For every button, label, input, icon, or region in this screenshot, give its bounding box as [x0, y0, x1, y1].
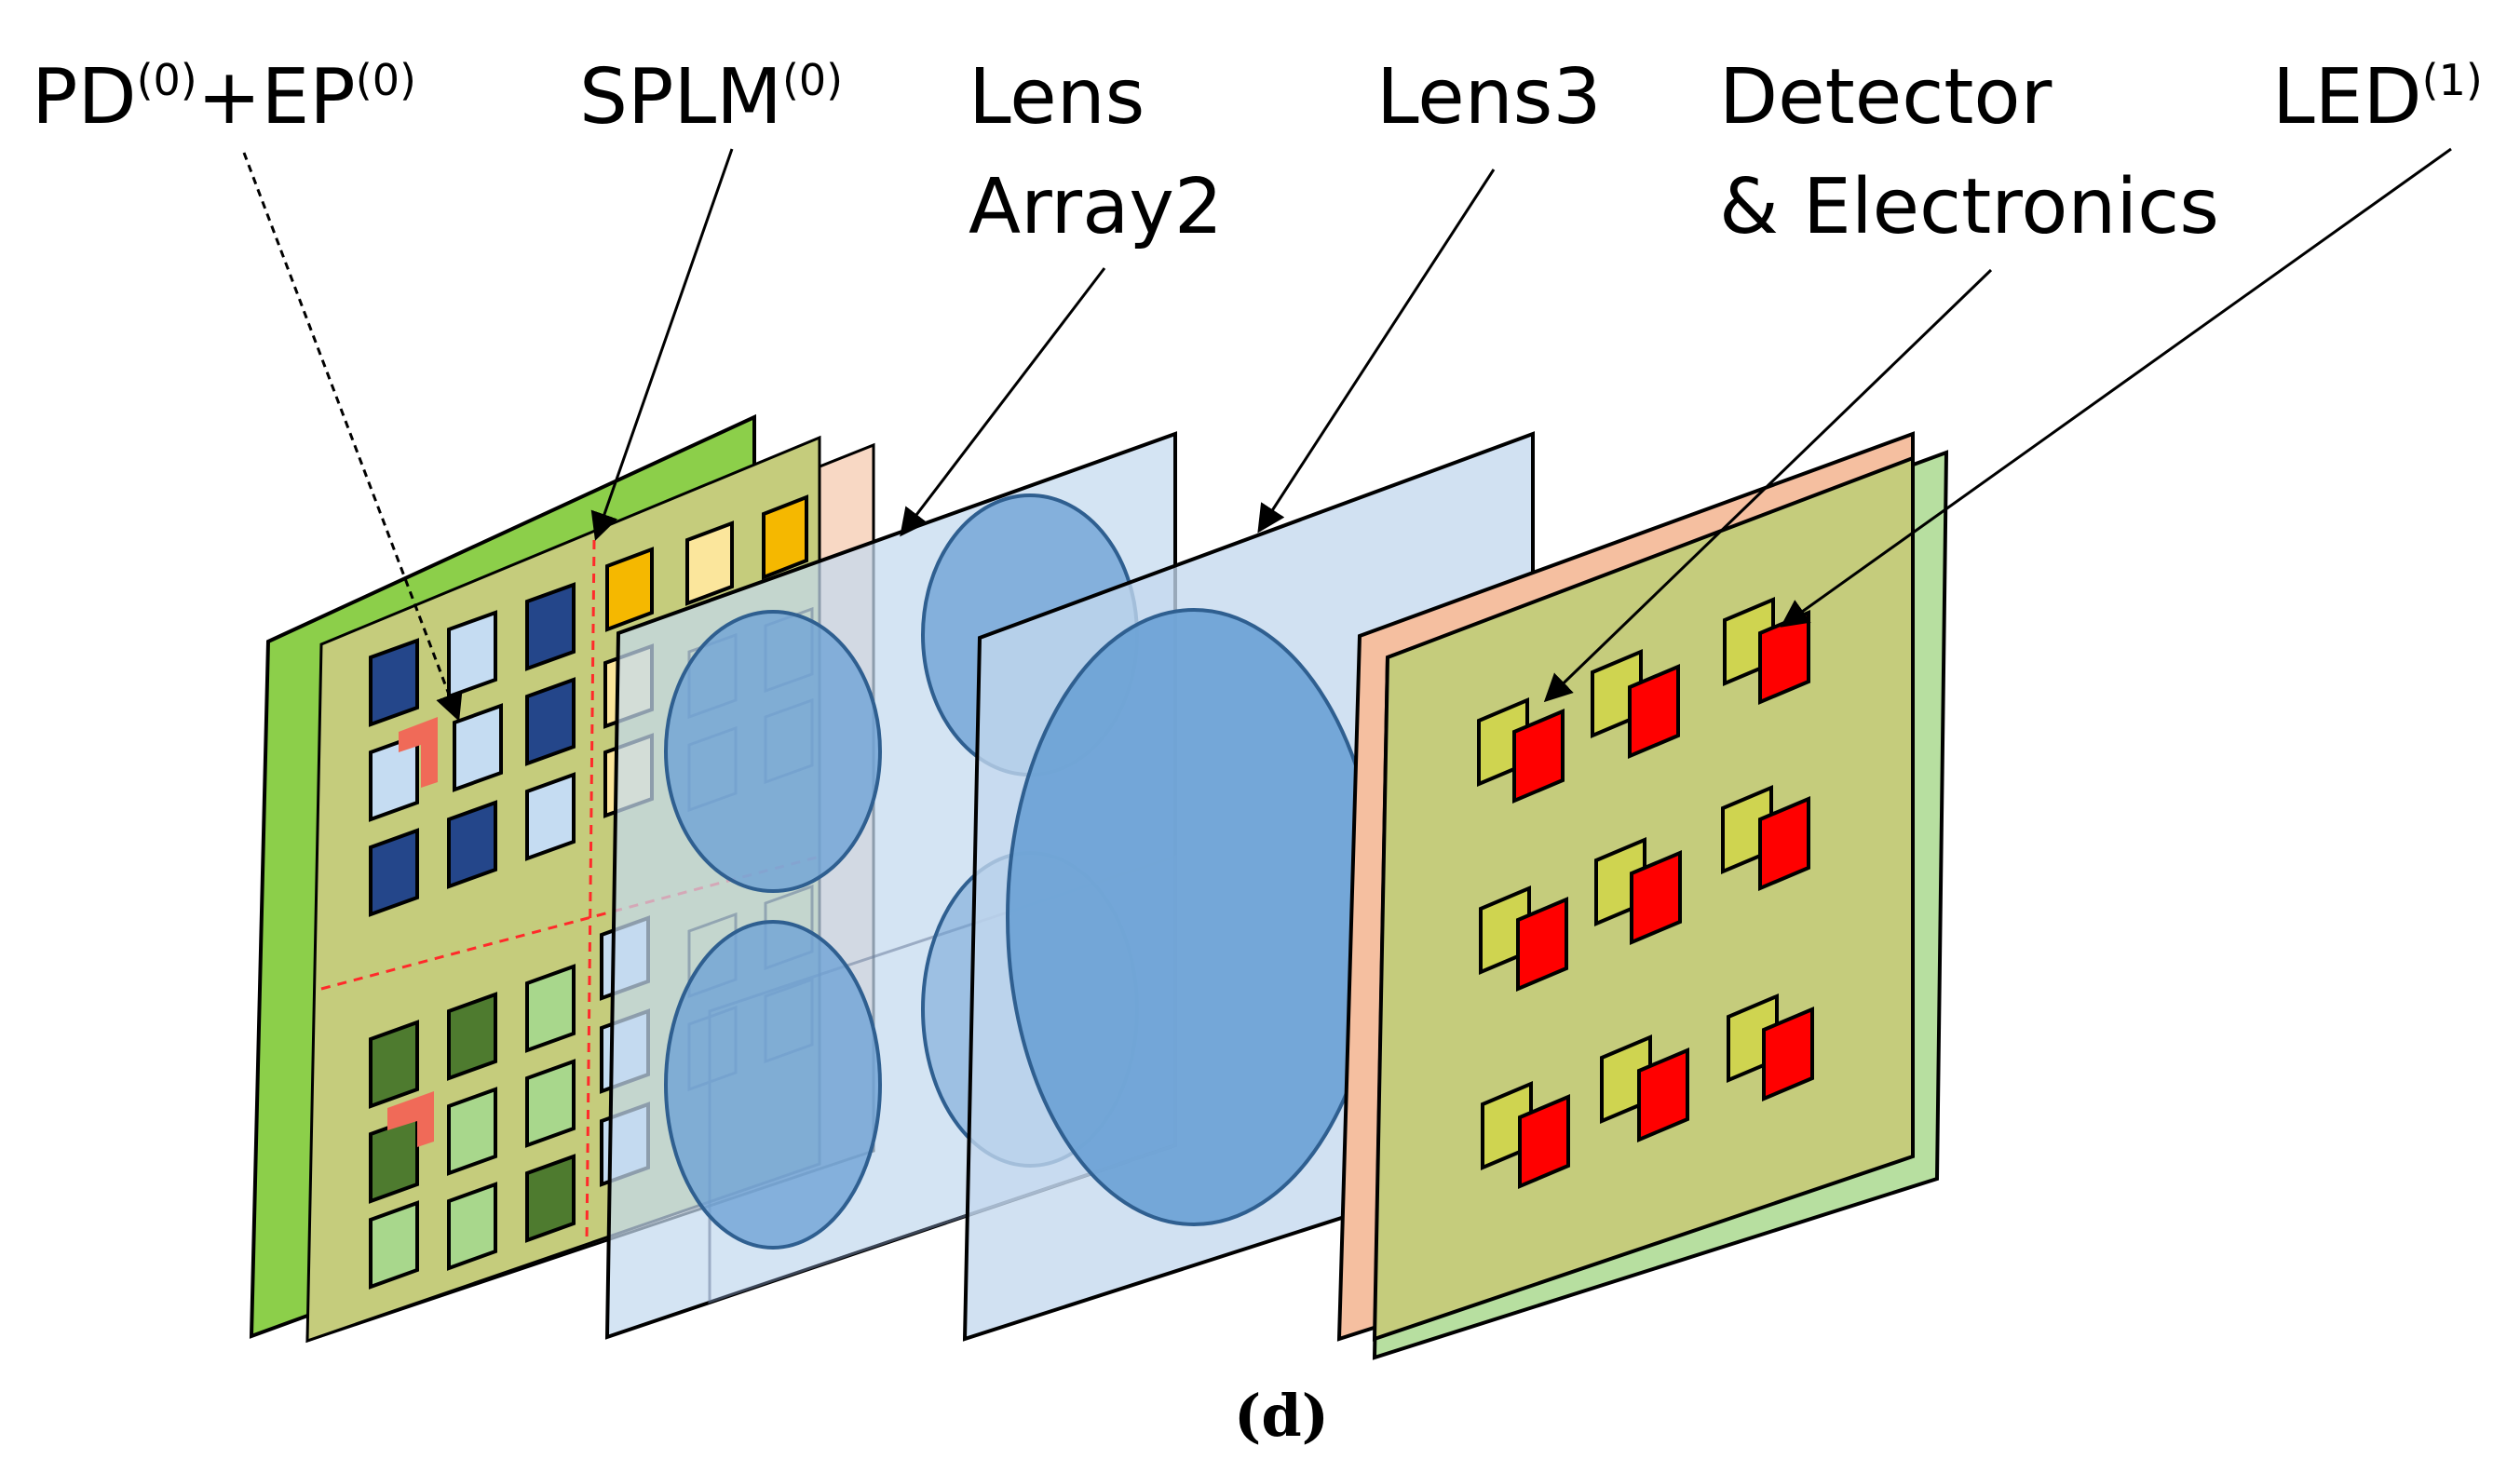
pixel-block-top-left [369, 582, 576, 917]
svg-text:SPLM(0): SPLM(0) [579, 53, 843, 142]
ep-marker-bottom [387, 1091, 434, 1147]
lens3-ellipse [1006, 608, 1382, 1226]
leader-lens3 [1257, 169, 1496, 534]
leader-detector [1543, 268, 1993, 703]
leader-splm [590, 148, 734, 541]
label-lens3: Lens3 [1376, 53, 1602, 142]
label-led: LED(1) [2272, 53, 2483, 142]
leader-led [1780, 147, 2452, 628]
svg-text:LED(1): LED(1) [2272, 53, 2483, 142]
horizontal-divider [320, 855, 820, 991]
label-detector: Detector & Electronics [1719, 53, 2219, 251]
svg-text:Lens: Lens [969, 53, 1145, 142]
leader-pd-ep [242, 152, 463, 722]
label-splm: SPLM(0) [579, 53, 843, 142]
label-lens-array: Lens Array2 [969, 53, 1223, 251]
lens-array-ellipse-bottom-left [664, 920, 882, 1250]
lens-array-ellipse-top-left [664, 610, 882, 893]
svg-text:PD(0)+EP(0): PD(0)+EP(0) [32, 53, 416, 142]
detector-led-grid [1477, 596, 1814, 1190]
svg-text:Array2: Array2 [969, 163, 1223, 251]
pixel-block-bottom-left [369, 964, 576, 1290]
svg-text:Lens3: Lens3 [1376, 53, 1602, 142]
svg-text:& Electronics: & Electronics [1719, 163, 2219, 251]
leader-lines [242, 147, 2452, 722]
leader-lens-array [900, 267, 1106, 537]
ep-marker-top [399, 717, 438, 788]
detector-led-stack [1336, 431, 1949, 1360]
label-pd-ep: PD(0)+EP(0) [32, 53, 416, 142]
figure-caption: (d) [1234, 1382, 1329, 1450]
svg-text:Detector: Detector [1719, 53, 2053, 142]
